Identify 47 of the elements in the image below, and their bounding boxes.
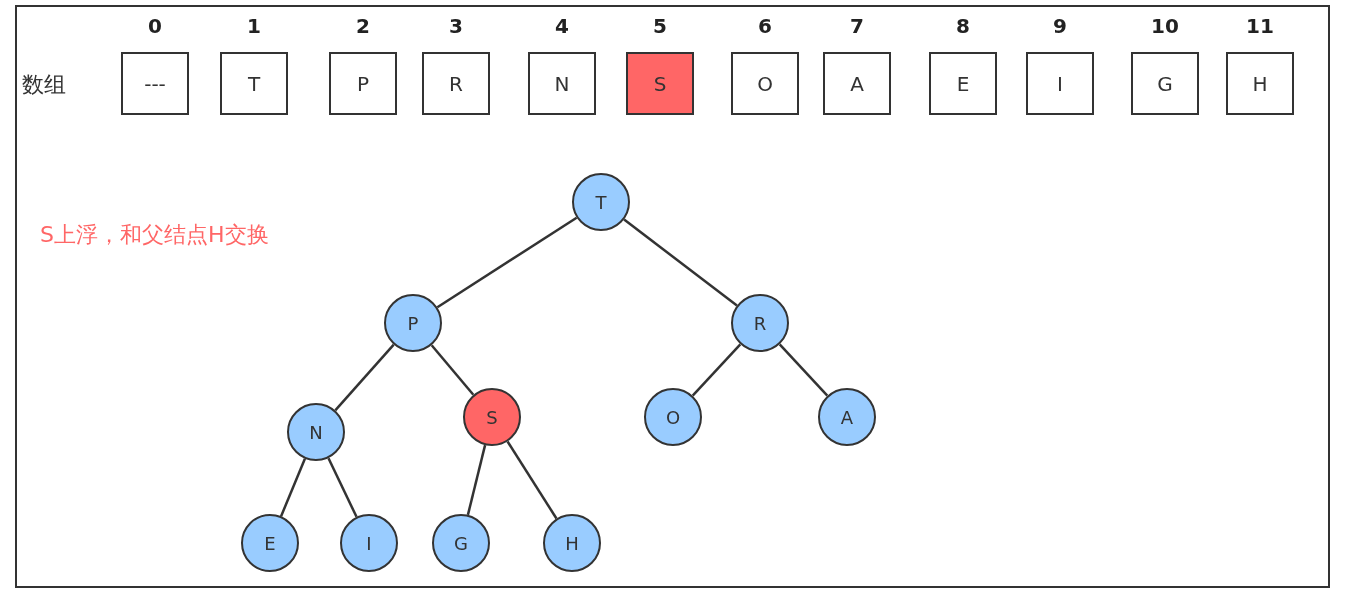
array-cell: --- <box>121 52 189 115</box>
tree-edge <box>430 344 475 396</box>
array-cell: G <box>1131 52 1199 115</box>
tree-node: N <box>287 403 345 461</box>
tree-node: A <box>818 388 876 446</box>
tree-edge <box>466 444 487 516</box>
tree-node: P <box>384 294 442 352</box>
array-cell: P <box>329 52 397 115</box>
tree-node: T <box>572 173 630 231</box>
array-cell: A <box>823 52 891 115</box>
array-cell: E <box>929 52 997 115</box>
tree-edge <box>506 440 558 520</box>
tree-edge <box>279 458 307 517</box>
note-text: S上浮，和父结点H交换 <box>40 221 269 249</box>
array-cell: N <box>528 52 596 115</box>
array-cell: S <box>626 52 694 115</box>
index-number: 3 <box>448 14 464 38</box>
tree-node: O <box>644 388 702 446</box>
array-cell: I <box>1026 52 1094 115</box>
tree-node: S <box>463 388 521 446</box>
array-cell: H <box>1226 52 1294 115</box>
array-cell: R <box>422 52 490 115</box>
tree-edge <box>623 218 738 307</box>
tree-node: H <box>543 514 601 572</box>
index-number: 4 <box>554 14 570 38</box>
tree-node: E <box>241 514 299 572</box>
row-label: 数组 <box>22 71 66 99</box>
tree-edge <box>334 343 395 412</box>
index-number: 0 <box>147 14 163 38</box>
index-number: 2 <box>355 14 371 38</box>
tree-node: G <box>432 514 490 572</box>
index-number: 8 <box>955 14 971 38</box>
tree-node: R <box>731 294 789 352</box>
index-number: 10 <box>1150 14 1180 38</box>
index-number: 11 <box>1245 14 1275 38</box>
tree-edge <box>691 343 742 397</box>
tree-edge <box>436 216 578 309</box>
index-number: 7 <box>849 14 865 38</box>
index-number: 5 <box>652 14 668 38</box>
array-cell: O <box>731 52 799 115</box>
index-number: 1 <box>246 14 262 38</box>
index-number: 9 <box>1052 14 1068 38</box>
array-cell: T <box>220 52 288 115</box>
tree-node: I <box>340 514 398 572</box>
index-number: 6 <box>757 14 773 38</box>
tree-edge <box>778 343 829 397</box>
tree-edge <box>327 457 358 518</box>
